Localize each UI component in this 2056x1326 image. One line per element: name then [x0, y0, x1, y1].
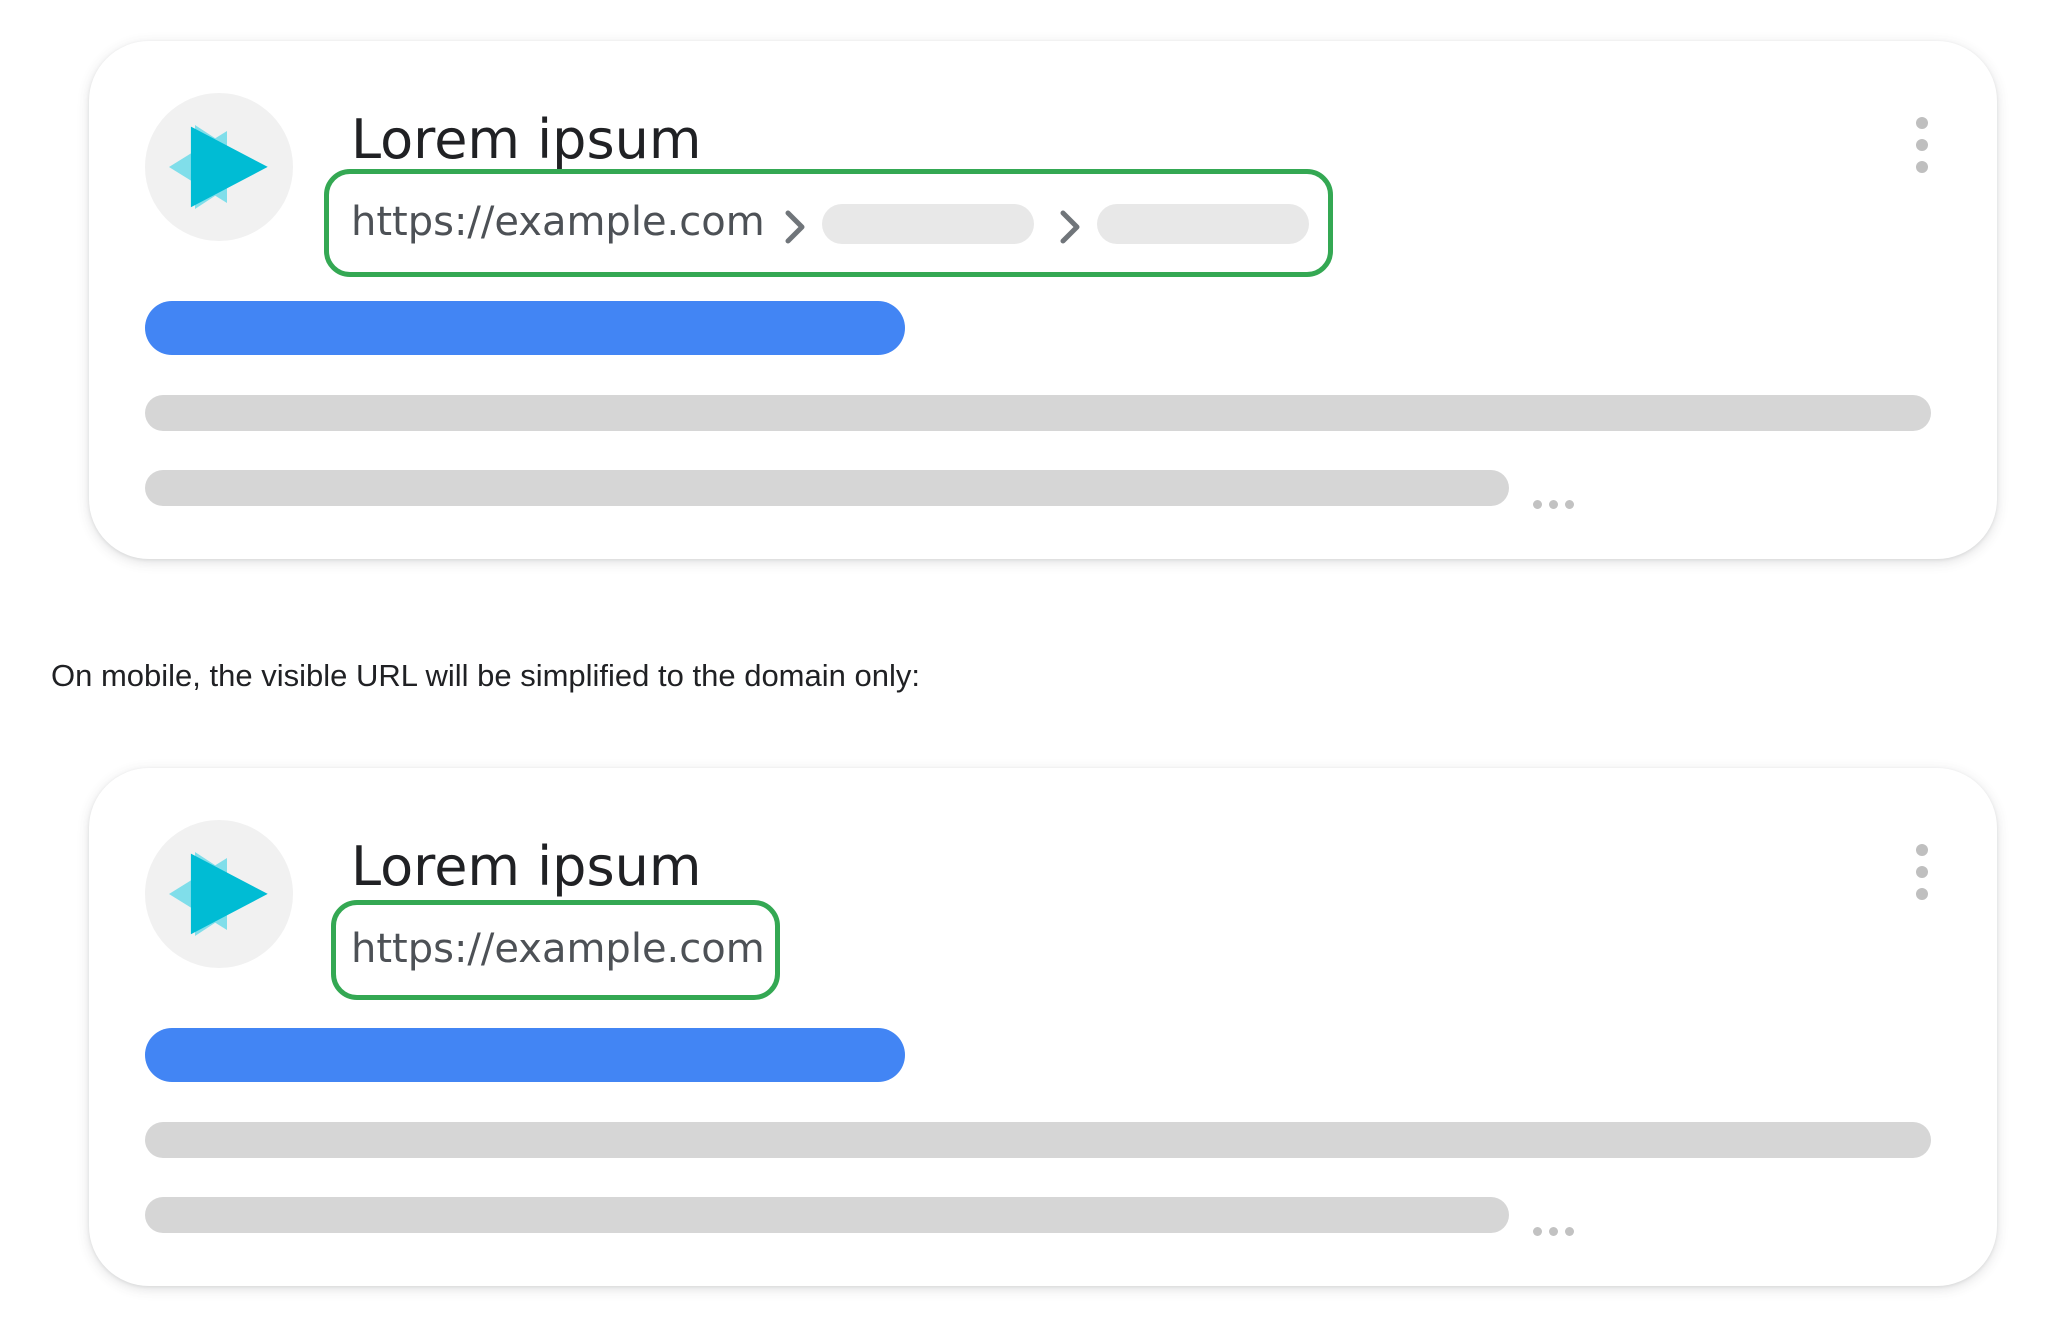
- snippet-line-placeholder: [145, 395, 1931, 431]
- result-title[interactable]: Lorem ipsum: [351, 108, 702, 171]
- result-link-placeholder[interactable]: [145, 1028, 905, 1082]
- site-logo: [145, 93, 293, 241]
- site-logo: [145, 820, 293, 968]
- url-highlight-frame: [331, 900, 780, 1000]
- chevron-right-icon: [1060, 210, 1080, 244]
- more-vert-icon[interactable]: [1911, 117, 1933, 177]
- url-highlight-frame: [324, 169, 1333, 277]
- result-url[interactable]: https://example.com: [351, 199, 765, 245]
- caption-text: On mobile, the visible URL will be simpl…: [51, 658, 920, 693]
- ellipsis-icon: [1533, 1223, 1581, 1236]
- breadcrumb-placeholder: [1097, 204, 1309, 244]
- more-vert-icon[interactable]: [1911, 844, 1933, 904]
- snippet-line-placeholder: [145, 1122, 1931, 1158]
- result-url[interactable]: https://example.com: [351, 926, 765, 972]
- chevron-right-icon: [785, 210, 805, 244]
- snippet-line-placeholder: [145, 1197, 1509, 1233]
- play-logo-icon: [169, 852, 268, 936]
- desktop-result-card: Lorem ipsum https://example.com: [89, 41, 1997, 559]
- breadcrumb-placeholder: [822, 204, 1034, 244]
- play-logo-icon: [169, 125, 268, 209]
- result-title[interactable]: Lorem ipsum: [351, 835, 702, 898]
- mobile-result-card: Lorem ipsum https://example.com: [89, 768, 1997, 1286]
- snippet-line-placeholder: [145, 470, 1509, 506]
- ellipsis-icon: [1533, 496, 1581, 509]
- result-link-placeholder[interactable]: [145, 301, 905, 355]
